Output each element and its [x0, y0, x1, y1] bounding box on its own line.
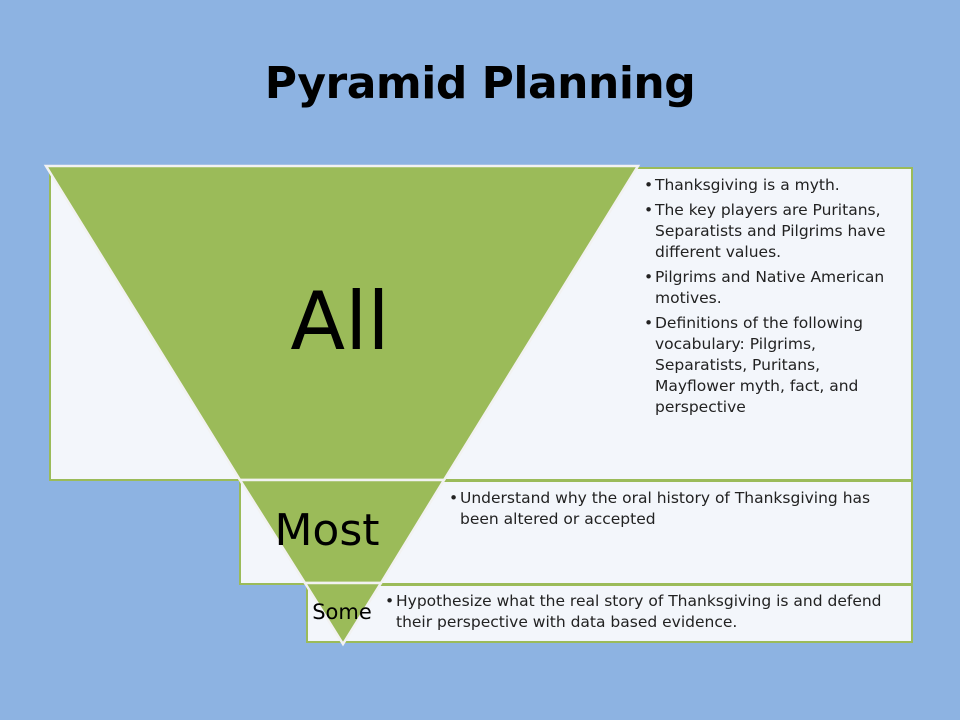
- list-item: Pilgrims and Native American motives.: [644, 267, 902, 309]
- list-item: Hypothesize what the real story of Thank…: [385, 591, 905, 633]
- most-bullet-list: Understand why the oral history of Thank…: [449, 488, 899, 534]
- slide-title: Pyramid Planning: [264, 58, 696, 109]
- level-label-all: All: [290, 275, 390, 368]
- some-segment: [302, 581, 384, 647]
- list-item: Definitions of the following vocabulary:…: [644, 313, 902, 418]
- list-item: Thanksgiving is a myth.: [644, 175, 902, 196]
- list-item: Understand why the oral history of Thank…: [449, 488, 899, 530]
- level-label-some: Some: [312, 600, 372, 624]
- all-bullet-list: Thanksgiving is a myth. The key players …: [644, 175, 902, 422]
- level-label-most: Most: [274, 505, 380, 556]
- some-bullet-list: Hypothesize what the real story of Thank…: [385, 591, 905, 637]
- list-item: The key players are Puritans, Separatist…: [644, 200, 902, 263]
